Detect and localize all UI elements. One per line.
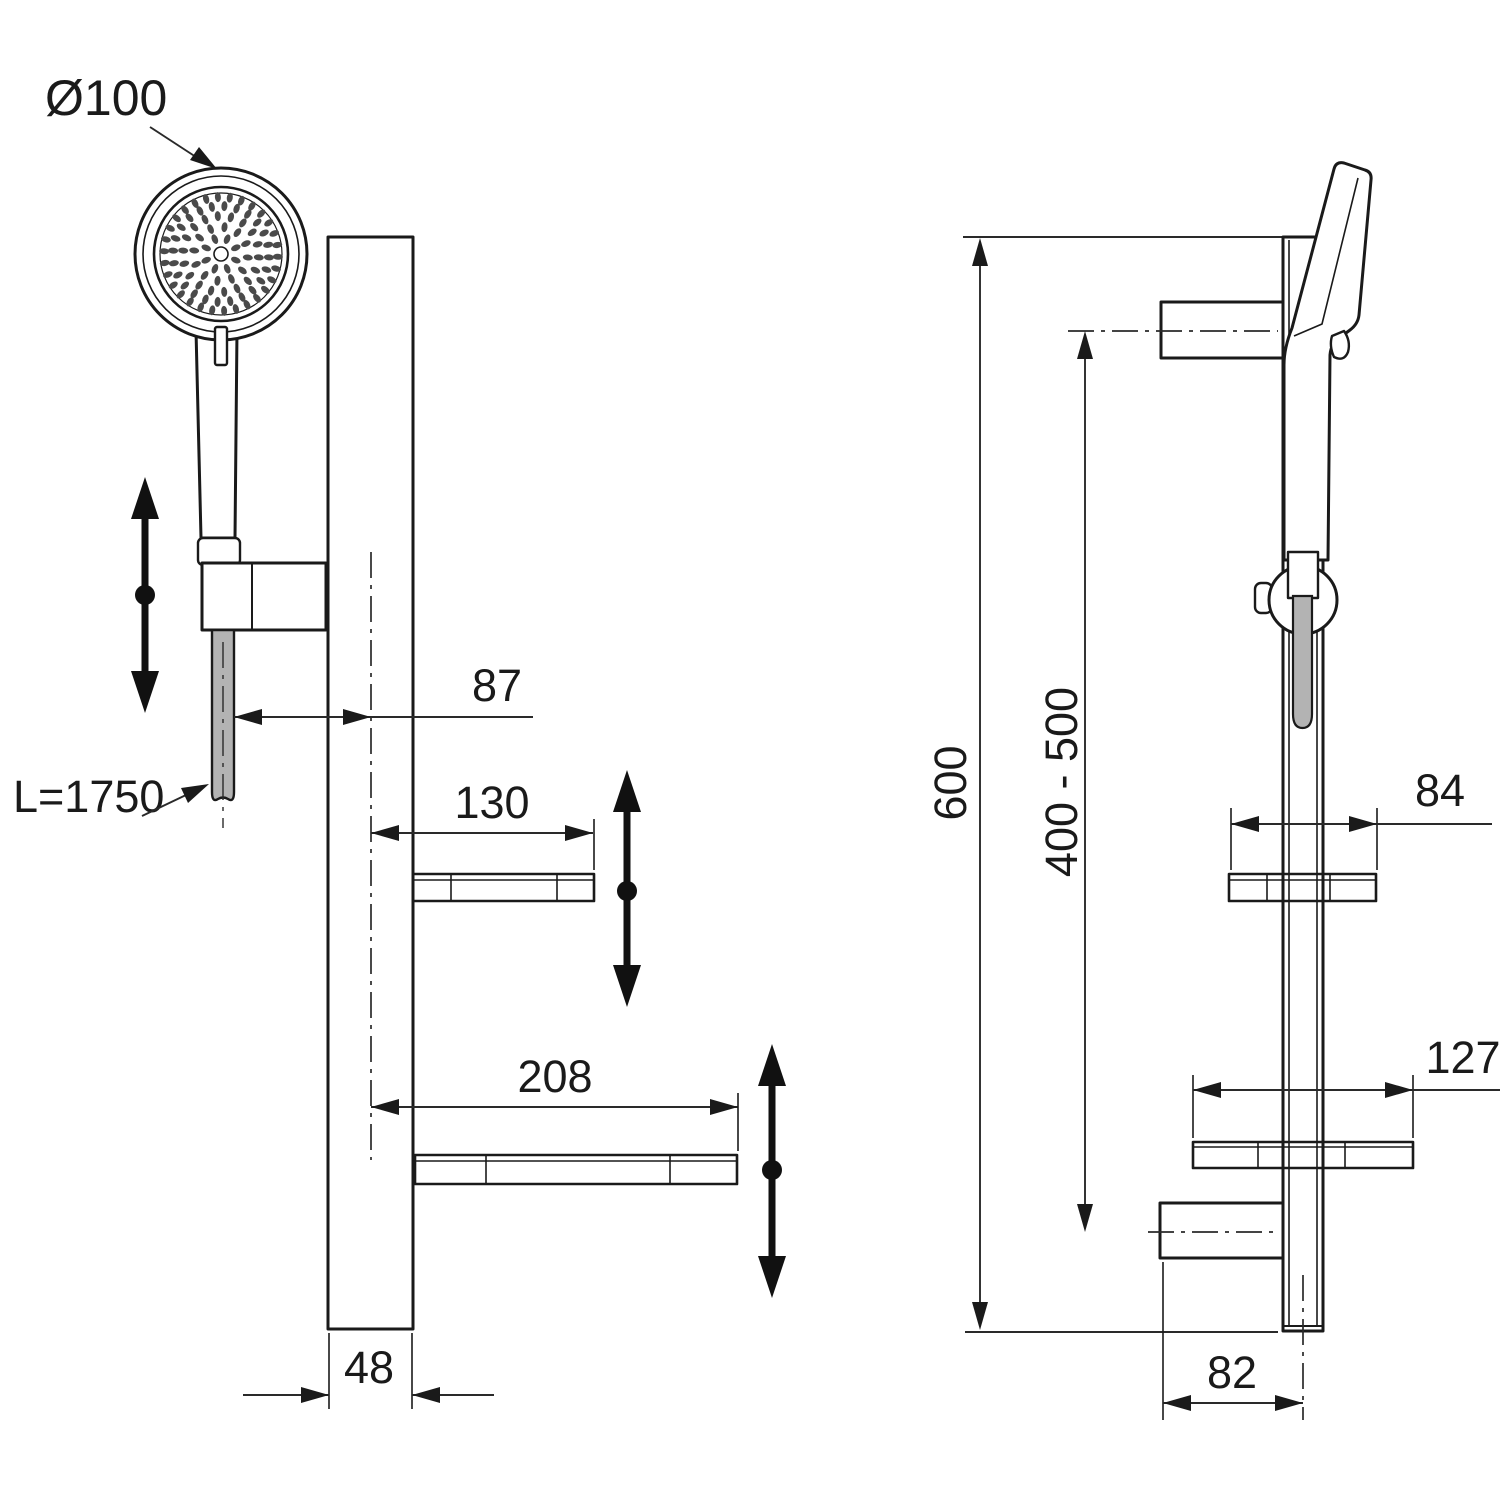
dim-87-label: 87 <box>472 660 522 711</box>
dim-82-label: 82 <box>1207 1347 1257 1398</box>
down-arrow-icon <box>758 1256 786 1298</box>
hose-side <box>1291 594 1314 730</box>
diameter-leader-arrow-icon <box>190 147 217 169</box>
up-arrow-icon <box>131 477 159 519</box>
hose-length-leader <box>141 794 187 817</box>
large-shelf-front <box>413 1153 739 1186</box>
slider-bracket-body <box>200 561 328 632</box>
head-handle-outline <box>1282 161 1373 562</box>
dim-48: 48 <box>243 1333 494 1409</box>
large-shelf-side <box>1191 1140 1415 1170</box>
dim-208: 208 <box>371 1051 739 1151</box>
side-view: 600 400 - 500 84 127 <box>925 161 1500 1420</box>
handle-joint <box>196 536 242 567</box>
dim-208-label: 208 <box>517 1051 592 1102</box>
slider-holder-side <box>1253 550 1339 730</box>
up-arrow-icon <box>758 1044 786 1086</box>
shower-head-front <box>133 166 309 367</box>
dim-600: 600 <box>925 238 988 1330</box>
dim-87: 87 <box>234 660 533 725</box>
shower-head-side <box>1282 161 1373 562</box>
small-shelf-side <box>1227 872 1378 903</box>
head-face-rim <box>152 185 290 323</box>
dim-400-500-label: 400 - 500 <box>1036 687 1087 877</box>
down-arrow-icon <box>131 671 159 713</box>
dim-130-label: 130 <box>454 777 529 828</box>
small-shelf-front <box>411 872 596 903</box>
wall-bracket-top <box>1159 300 1285 360</box>
head-face-edge-line <box>1293 177 1359 337</box>
slide-arrow-handle <box>131 477 159 713</box>
wall-bracket-bottom <box>1158 1201 1285 1260</box>
diameter-leader-line <box>149 126 197 158</box>
dim-127: 127 <box>1192 1032 1500 1138</box>
dim-84-label: 84 <box>1415 765 1465 816</box>
hose-length-label: L=1750 <box>13 771 164 822</box>
head-clip-tab <box>1329 329 1351 360</box>
down-arrow-icon <box>613 965 641 1007</box>
dim-82: 82 <box>1162 1262 1303 1420</box>
head-ring-inner <box>159 192 283 316</box>
arrow-pivot-dot <box>135 585 155 605</box>
head-outer-ring <box>133 166 309 342</box>
dim-48-label: 48 <box>344 1342 394 1393</box>
front-view: Ø100 87 130 <box>13 70 786 1409</box>
dim-84: 84 <box>1230 765 1492 870</box>
dim-600-label: 600 <box>925 745 976 820</box>
head-mode-tab <box>213 325 229 367</box>
slider-bracket-front <box>200 561 328 632</box>
dim-127-label: 127 <box>1425 1032 1500 1083</box>
spray-nozzle-dots <box>159 192 283 316</box>
hose-length-arrow-icon <box>181 784 209 803</box>
slide-arrow-small-shelf <box>613 770 641 1007</box>
dim-130: 130 <box>371 777 595 870</box>
arrow-pivot-dot <box>617 881 637 901</box>
slide-arrow-large-shelf <box>758 1044 786 1298</box>
arrow-pivot-dot <box>762 1160 782 1180</box>
head-center-nozzle <box>213 246 229 262</box>
dim-400-500: 400 - 500 <box>1036 331 1093 1232</box>
head-diameter-label: Ø100 <box>45 70 167 126</box>
up-arrow-icon <box>613 770 641 812</box>
handle-connector <box>1286 550 1320 600</box>
